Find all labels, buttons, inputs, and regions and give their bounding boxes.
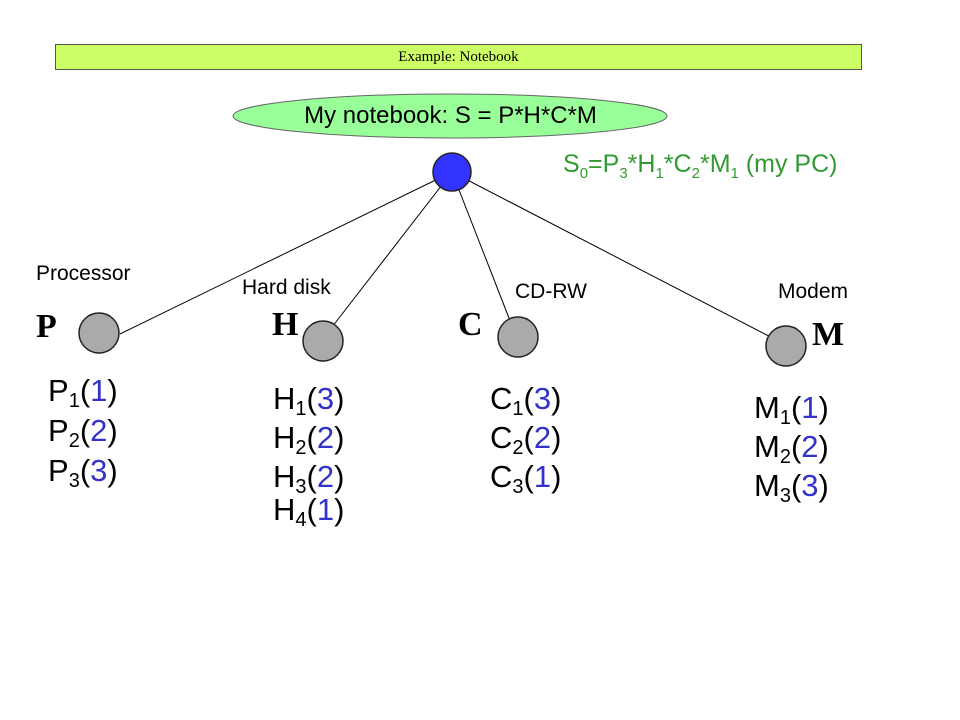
formula-c: C	[673, 150, 692, 178]
node-processor	[78, 312, 120, 354]
formula-s-sub: 0	[579, 165, 589, 182]
edge-modem	[451, 171, 789, 347]
formula-m: M	[709, 150, 731, 178]
formula-s: S	[563, 150, 580, 178]
banner-title: Example: Notebook	[398, 48, 519, 65]
category-cd-rw: CD-RW	[515, 280, 587, 303]
option-p1: P1(1)	[48, 373, 118, 412]
category-modem: Modem	[778, 280, 849, 303]
formula-op: *	[627, 150, 638, 178]
formula-op: *	[699, 150, 710, 178]
option-c1: C1(3)	[490, 381, 562, 420]
option-c3: C3(1)	[490, 459, 562, 498]
formula-op: *	[663, 150, 674, 178]
formula-c-sub: 2	[691, 165, 700, 182]
node-cd-rw	[497, 316, 539, 358]
letter-modem: M	[812, 316, 845, 353]
option-m1: M1(1)	[754, 390, 829, 429]
option-c2: C2(2)	[490, 420, 562, 459]
option-h4: H4(1)	[273, 492, 345, 531]
formula-p-sub: 3	[619, 165, 628, 182]
category-hard-disk: Hard disk	[242, 276, 331, 299]
category-processor: Processor	[36, 262, 131, 285]
node-modem	[765, 325, 807, 367]
option-h1: H1(3)	[273, 381, 345, 420]
option-m3: M3(3)	[754, 468, 829, 507]
formula-tail: (my PC)	[738, 150, 838, 178]
root-node	[432, 152, 472, 192]
formula-p: P	[602, 150, 620, 178]
formula-m-sub: 1	[730, 165, 739, 182]
option-m2: M2(2)	[754, 429, 829, 468]
formula-eq: =	[588, 150, 603, 178]
configuration-formula: S0=P3*H1*C2*M1 (my PC)	[563, 150, 837, 182]
edge-processor	[119, 171, 453, 335]
edge-hard-disk	[321, 171, 453, 341]
system-formula: My notebook: S = P*H*C*M	[304, 102, 597, 129]
system-ellipse	[232, 93, 668, 139]
formula-h-sub: 1	[655, 165, 664, 182]
option-p3: P3(3)	[48, 453, 118, 492]
option-p2: P2(2)	[48, 413, 118, 452]
option-h3: H3(2)	[273, 459, 345, 498]
edge-cd-rw	[451, 171, 517, 337]
formula-h: H	[637, 150, 656, 178]
banner-background	[55, 44, 862, 70]
letter-hard-disk: H	[272, 306, 299, 343]
system-label: My notebook: S = P*H*C*M	[233, 94, 668, 138]
title-banner: Example: Notebook	[55, 44, 862, 70]
letter-cd-rw: C	[458, 306, 483, 343]
letter-processor: P	[36, 308, 57, 345]
node-hard-disk	[302, 320, 344, 362]
option-h2: H2(2)	[273, 420, 345, 459]
